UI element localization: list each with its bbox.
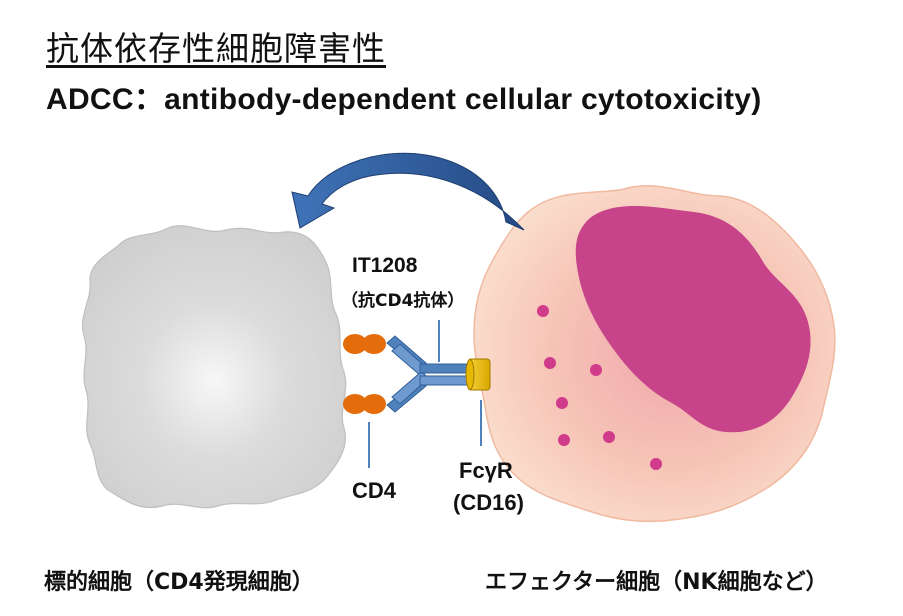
antibody-desc-label: （抗CD4抗体） bbox=[341, 291, 465, 311]
cd4-receptor-top bbox=[343, 334, 386, 354]
target-cell bbox=[82, 225, 347, 509]
cd4-receptor-bottom bbox=[343, 394, 386, 414]
granule bbox=[603, 431, 615, 443]
effector-cell-caption: エフェクター細胞（NK細胞など） bbox=[485, 570, 828, 595]
fc-receptor bbox=[465, 358, 491, 391]
granule bbox=[590, 364, 602, 376]
nucleus bbox=[575, 205, 811, 433]
granule bbox=[556, 397, 568, 409]
page-title: 抗体依存性細胞障害性 bbox=[46, 29, 386, 68]
antibody-label: IT1208 bbox=[352, 254, 418, 277]
page-subtitle: ADCC：antibody-dependent cellular cytotox… bbox=[46, 83, 762, 116]
cd4-label: CD4 bbox=[352, 478, 397, 503]
curved-arrow bbox=[291, 152, 525, 231]
target-cell-caption: 標的細胞（CD4発現細胞） bbox=[44, 570, 314, 595]
granule bbox=[650, 458, 662, 470]
granule bbox=[558, 434, 570, 446]
granule bbox=[544, 357, 556, 369]
granule bbox=[537, 305, 549, 317]
cd16-label: (CD16) bbox=[453, 490, 524, 515]
antibody bbox=[386, 335, 471, 413]
fc-receptor-label: FcγR bbox=[459, 458, 513, 483]
